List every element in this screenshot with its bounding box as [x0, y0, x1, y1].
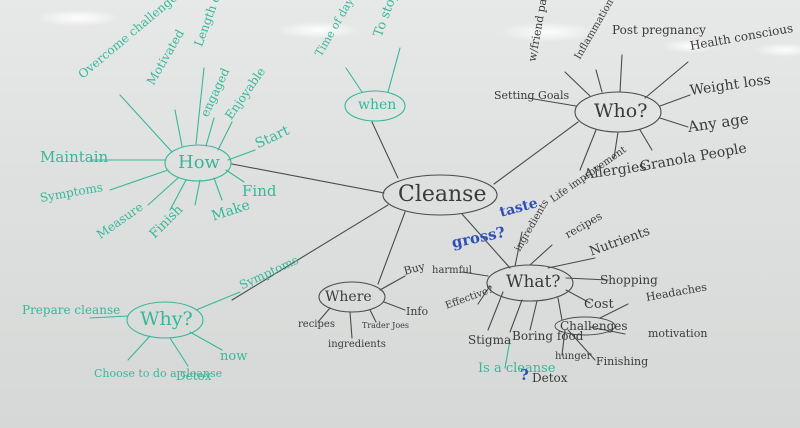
what-item: Shopping: [600, 273, 658, 287]
challenge-item: hunger: [555, 351, 592, 362]
what-item: Cost: [584, 297, 614, 312]
where-item: ingredients: [328, 339, 386, 350]
hub-when: when: [358, 97, 397, 113]
hub-where: Where: [325, 289, 372, 305]
what-item: harmful: [432, 265, 473, 276]
why-item: Choose to do a cleanse: [94, 367, 223, 380]
where-node-outline: [318, 281, 386, 313]
why-item: Detox: [176, 369, 212, 383]
where-item: Trader Joes: [362, 321, 410, 330]
why-item: Prepare cleanse: [22, 303, 121, 317]
how-item: Maintain: [40, 148, 109, 166]
what-item: Stigma: [468, 333, 512, 347]
annotation-qmark: ?: [520, 366, 529, 384]
what-item: Challenges: [560, 319, 628, 333]
where-item: Info: [406, 305, 429, 318]
who-item: Post pregnancy: [612, 23, 706, 37]
who-item: Setting Goals: [494, 89, 570, 102]
what-item: Detox: [532, 371, 568, 385]
challenge-item: motivation: [648, 327, 708, 340]
challenge-item: Finishing: [596, 355, 649, 368]
why-item: now: [220, 349, 248, 364]
hub-how: How: [178, 152, 220, 173]
where-item: recipes: [298, 319, 335, 330]
center-node-outline: [382, 174, 498, 216]
hub-who: Who?: [594, 100, 648, 122]
hub-what: What?: [506, 272, 561, 292]
what-item: Boring food: [512, 329, 584, 343]
hub-why: Why?: [140, 308, 193, 330]
what-item: Is a cleanse: [478, 361, 556, 376]
center-label: Cleanse: [398, 182, 487, 207]
how-item: Find: [242, 182, 277, 200]
